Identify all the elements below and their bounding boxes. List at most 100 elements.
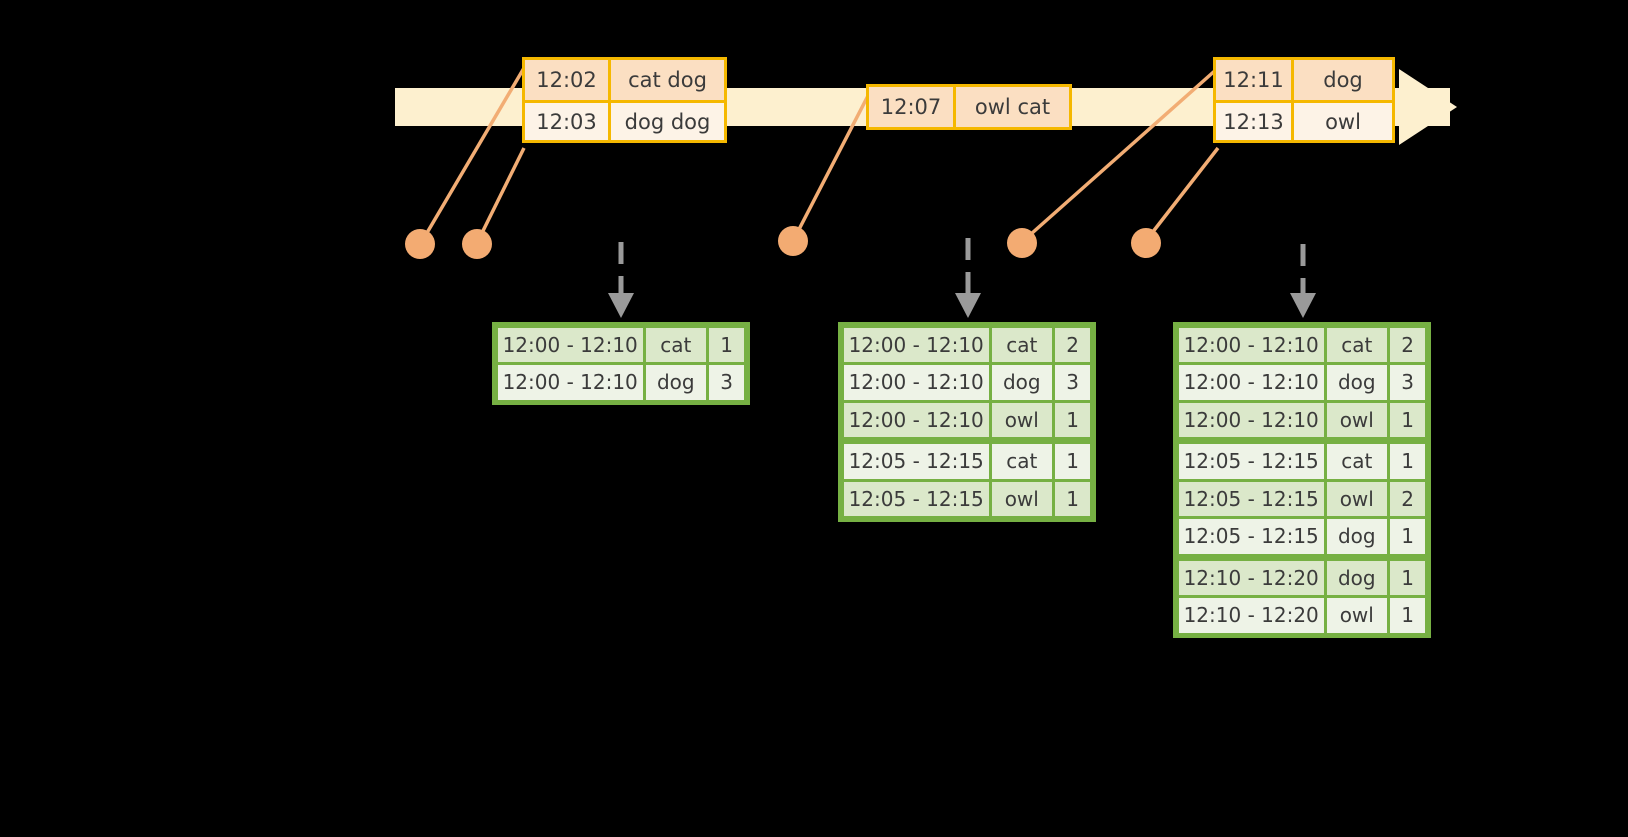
cell-window: 12:00 - 12:10 (843, 365, 989, 400)
cell-count: 2 (1389, 481, 1426, 516)
event-row[interactable]: 12:11 dog (1216, 60, 1392, 100)
cell-word: owl (1326, 481, 1387, 516)
cell-window: 12:05 - 12:15 (1178, 444, 1324, 479)
connector-line-5 (1143, 146, 1220, 244)
event-group-2: 12:07 owl cat (866, 84, 1072, 130)
cell-window: 12:00 - 12:10 (1178, 402, 1324, 437)
cell-count: 1 (1389, 402, 1426, 437)
event-time: 12:02 (525, 60, 611, 100)
cell-word: owl (991, 402, 1052, 437)
event-words: cat dog (628, 68, 707, 92)
cell-window: 12:10 - 12:20 (1178, 560, 1324, 595)
event-dot-12-02 (405, 229, 435, 259)
cell-window: 12:05 - 12:15 (843, 444, 989, 479)
cell-count: 2 (1054, 327, 1091, 362)
cell-window: 12:05 - 12:15 (1178, 519, 1324, 554)
event-row[interactable]: 12:13 owl (1216, 100, 1392, 140)
cell-count: 1 (1389, 444, 1426, 479)
table-row[interactable]: 12:00 - 12:10 cat 2 (1177, 326, 1427, 364)
event-time: 12:07 (869, 87, 956, 127)
cell-window: 12:00 - 12:10 (1178, 365, 1324, 400)
dashed-arrowhead-2 (955, 293, 981, 318)
cell-word: dog (1326, 519, 1387, 554)
table-row[interactable]: 12:10 - 12:20 dog 1 (1177, 559, 1427, 597)
cell-word: owl (1326, 598, 1387, 633)
cell-word: cat (991, 327, 1052, 362)
connector-dots (405, 226, 1161, 259)
table-row[interactable]: 12:00 - 12:10 dog 3 (842, 364, 1092, 402)
table-row[interactable]: 12:00 - 12:10 cat 2 (842, 326, 1092, 364)
event-dot-12-13 (1131, 228, 1161, 258)
dashed-arrow-heads (608, 293, 1316, 318)
cell-word: cat (991, 444, 1052, 479)
result-table-1: 12:00 - 12:10 cat 1 12:00 - 12:10 dog 3 (492, 322, 750, 405)
cell-window: 12:00 - 12:10 (497, 327, 643, 362)
window-group-separator (1177, 555, 1427, 559)
cell-word: dog (645, 365, 706, 400)
cell-count: 1 (1389, 598, 1426, 633)
cell-count: 3 (1054, 365, 1091, 400)
cell-word: cat (645, 327, 706, 362)
dashed-arrows (618, 238, 1306, 295)
event-row[interactable]: 12:07 owl cat (869, 87, 1069, 127)
event-time: 12:11 (1216, 60, 1294, 100)
event-dot-12-07 (778, 226, 808, 256)
cell-word: cat (1326, 327, 1387, 362)
dashed-arrowhead-1 (608, 293, 634, 318)
event-group-3: 12:11 dog 12:13 owl (1213, 57, 1395, 143)
table-row[interactable]: 12:10 - 12:20 owl 1 (1177, 597, 1427, 635)
table-row[interactable]: 12:00 - 12:10 dog 3 (496, 364, 746, 402)
cell-count: 1 (1389, 560, 1426, 595)
cell-count: 2 (1389, 327, 1426, 362)
connector-line-1 (419, 67, 526, 244)
window-group-separator (1177, 438, 1427, 443)
cell-count: 1 (1054, 402, 1091, 437)
result-table-3: 12:00 - 12:10 cat 2 12:00 - 12:10 dog 3 … (1173, 322, 1431, 638)
cell-word: dog (1326, 560, 1387, 595)
result-table-2: 12:00 - 12:10 cat 2 12:00 - 12:10 dog 3 … (838, 322, 1096, 522)
table-row[interactable]: 12:05 - 12:15 owl 2 (1177, 480, 1427, 518)
event-row[interactable]: 12:02 cat dog (525, 60, 724, 100)
cell-window: 12:05 - 12:15 (1178, 481, 1324, 516)
cell-window: 12:00 - 12:10 (843, 327, 989, 362)
cell-window: 12:00 - 12:10 (1178, 327, 1324, 362)
event-dot-12-11 (1007, 228, 1037, 258)
timeline-arrowhead (1400, 70, 1456, 144)
event-group-1: 12:02 cat dog 12:03 dog dog (522, 57, 727, 143)
cell-window: 12:10 - 12:20 (1178, 598, 1324, 633)
table-row[interactable]: 12:05 - 12:15 cat 1 (842, 443, 1092, 481)
cell-window: 12:00 - 12:10 (843, 402, 989, 437)
connector-line-2 (475, 147, 526, 244)
cell-word: owl (1326, 402, 1387, 437)
table-row[interactable]: 12:00 - 12:10 dog 3 (1177, 364, 1427, 402)
dashed-arrowhead-3 (1290, 293, 1316, 318)
cell-word: cat (1326, 444, 1387, 479)
event-time: 12:13 (1216, 103, 1294, 140)
event-words: owl (1325, 109, 1361, 134)
event-words: dog dog (624, 109, 711, 134)
cell-count: 1 (1054, 444, 1091, 479)
event-time: 12:03 (525, 103, 611, 140)
cell-count: 1 (708, 327, 745, 362)
cell-count: 1 (1054, 481, 1091, 516)
window-group-separator (842, 438, 1092, 443)
table-row[interactable]: 12:00 - 12:10 owl 1 (842, 401, 1092, 439)
timeline-arrowhead-shape (1399, 69, 1457, 145)
table-row[interactable]: 12:05 - 12:15 dog 1 (1177, 518, 1427, 556)
cell-word: owl (991, 481, 1052, 516)
event-dot-12-03 (462, 229, 492, 259)
table-row[interactable]: 12:00 - 12:10 cat 1 (496, 326, 746, 364)
table-row[interactable]: 12:05 - 12:15 owl 1 (842, 480, 1092, 518)
event-words: dog (1323, 68, 1363, 92)
cell-count: 1 (1389, 519, 1426, 554)
cell-count: 3 (708, 365, 745, 400)
table-row[interactable]: 12:00 - 12:10 owl 1 (1177, 401, 1427, 439)
cell-count: 3 (1389, 365, 1426, 400)
event-words: owl cat (974, 95, 1051, 119)
table-row[interactable]: 12:05 - 12:15 cat 1 (1177, 443, 1427, 481)
event-row[interactable]: 12:03 dog dog (525, 100, 724, 140)
cell-window: 12:00 - 12:10 (497, 365, 643, 400)
cell-word: dog (991, 365, 1052, 400)
connector-line-3 (791, 87, 874, 242)
